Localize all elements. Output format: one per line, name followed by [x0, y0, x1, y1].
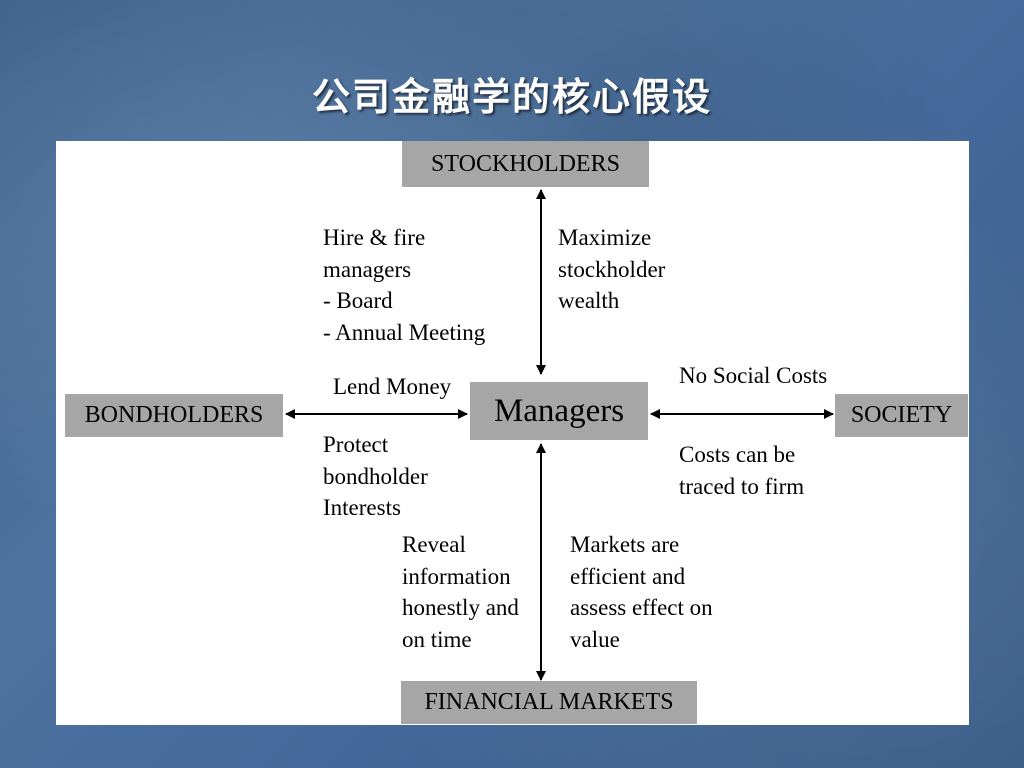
label-hire-fire-managers: Hire & fire managers - Board - Annual Me…: [323, 225, 486, 345]
label-maximize-wealth: Maximize stockholder wealth: [558, 225, 666, 313]
label-lend-money: Lend Money: [333, 374, 452, 399]
node-society: SOCIETY: [835, 394, 968, 437]
label-markets-efficient: Markets are efficient and assess effect …: [570, 532, 713, 652]
label-no-social-costs: No Social Costs: [679, 363, 828, 388]
node-financial-markets: FINANCIAL MARKETS: [401, 681, 697, 724]
slide-title: 公司金融学的核心假设: [311, 74, 712, 119]
label-reveal-information: Reveal information honestly and on time: [402, 532, 519, 652]
label-protect-bondholder: Protect bondholder Interests: [323, 432, 428, 520]
node-bondholders: BONDHOLDERS: [65, 394, 283, 437]
label-costs-traced: Costs can be traced to firm: [679, 442, 805, 499]
node-stockholders: STOCKHOLDERS: [402, 141, 649, 187]
node-managers: Managers: [470, 382, 648, 440]
